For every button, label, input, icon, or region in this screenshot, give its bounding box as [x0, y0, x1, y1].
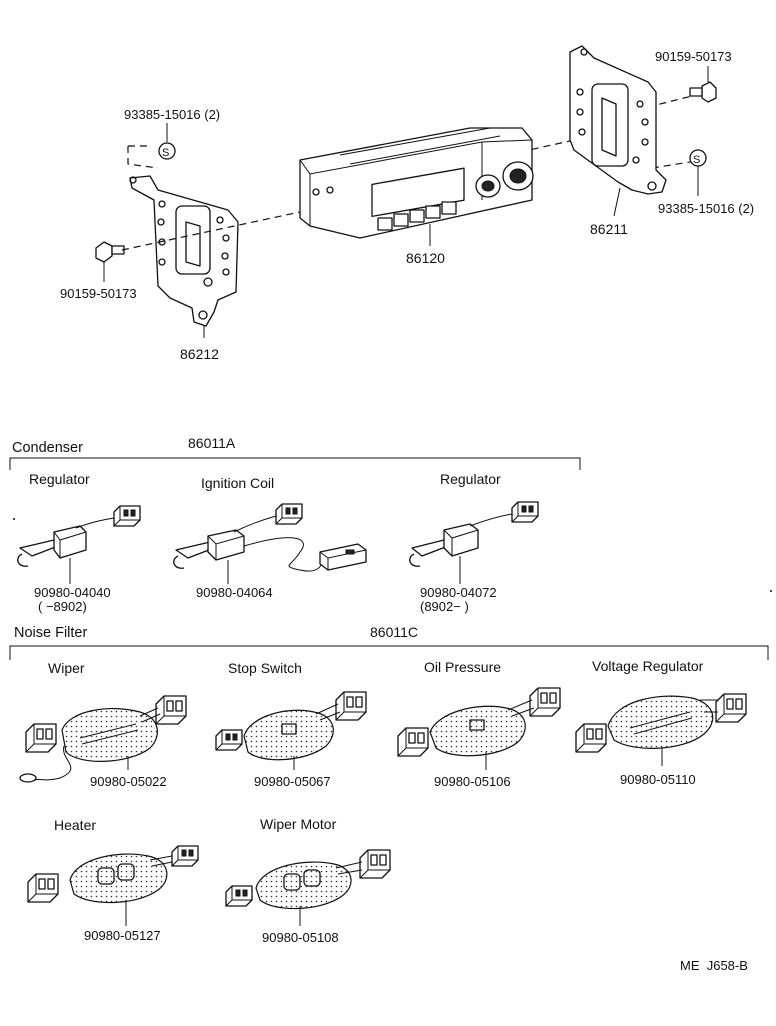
right-washer-icon: S	[689, 149, 707, 196]
noise-filter-item-label: Stop Switch	[228, 660, 302, 676]
svg-text:S: S	[162, 147, 169, 159]
condenser-item-ignition-coil: Ignition Coil 90980-04064	[173, 475, 367, 600]
noise-filter-item-label: Wiper Motor	[260, 816, 337, 832]
noise-filter-item-part-number: 90980-05022	[90, 774, 167, 789]
condenser-item-label: Regulator	[29, 471, 90, 487]
noise-filter-title: Noise Filter	[14, 625, 87, 641]
noise-filter-item-voltage-regulator: Voltage Regulator 90980-05110	[575, 658, 747, 787]
condenser-item-label: Regulator	[440, 471, 501, 487]
radio-buttons	[377, 201, 457, 231]
radio-knob-right-icon	[502, 161, 534, 191]
svg-text:S: S	[693, 154, 700, 166]
left-bolt-part-number: 90159-50173	[60, 286, 137, 301]
noise-filter-item-heater: Heater 90980-05127	[27, 817, 199, 943]
condenser-item-part-number: 90980-04040	[34, 585, 111, 600]
condenser-item-part-number: 90980-04072	[420, 585, 497, 600]
noise-filter-item-wiper-motor: Wiper Motor 90980-05108	[225, 816, 391, 945]
right-bracket-drawing	[569, 45, 667, 217]
noise-filter-item-stop-switch: Stop Switch 90980-05067	[215, 660, 367, 789]
condenser-item-regulator-2: Regulator 90980-04072 (8902− )	[409, 471, 539, 614]
noise-filter-item-part-number: 90980-05110	[620, 772, 696, 787]
noise-filter-item-wiper: Wiper 90980-05022	[19, 660, 187, 789]
condenser-bracket-line	[9, 457, 581, 470]
noise-filter-item-part-number: 90980-05127	[84, 928, 161, 943]
condenser-kit-number: 86011A	[188, 435, 236, 451]
condenser-section: Condenser 86011A Regulator 90980-04040 (…	[9, 435, 772, 614]
noise-filter-item-label: Heater	[54, 817, 96, 833]
noise-filter-kit-number: 86011C	[370, 624, 418, 640]
condenser-item-part-number: 90980-04064	[196, 585, 273, 600]
right-washer-part-number: 93385-15016 (2)	[658, 201, 754, 216]
noise-filter-bracket-line	[9, 645, 769, 660]
right-bolt-part-number: 90159-50173	[655, 49, 732, 64]
noise-filter-item-part-number: 90980-05067	[254, 774, 331, 789]
left-washer-part-number: 93385-15016 (2)	[124, 107, 220, 122]
condenser-item-range: (8902− )	[420, 599, 469, 614]
noise-filter-section: Noise Filter 86011C Wiper 90980-05022 St…	[9, 624, 769, 945]
noise-filter-item-oil-pressure: Oil Pressure 90980-05106	[397, 659, 561, 789]
right-bracket-part-number: 86211	[590, 221, 628, 237]
left-bolt-icon	[95, 241, 125, 282]
condenser-title: Condenser	[12, 440, 83, 456]
noise-filter-item-label: Wiper	[48, 660, 85, 676]
condenser-item-range: ( −8902)	[38, 599, 87, 614]
condenser-item-label: Ignition Coil	[201, 475, 274, 491]
noise-filter-item-part-number: 90980-05108	[262, 930, 339, 945]
noise-filter-item-label: Oil Pressure	[424, 659, 501, 675]
top-assembly: S	[60, 45, 754, 362]
diagram-code: ME J658-B	[680, 958, 748, 973]
noise-filter-item-part-number: 90980-05106	[434, 774, 511, 789]
condenser-item-regulator-1: Regulator 90980-04040 ( −8902)	[17, 471, 141, 614]
left-washer-icon: S	[127, 123, 176, 169]
radio-knob-left-icon	[475, 174, 501, 198]
radio-part-number: 86120	[406, 250, 445, 266]
left-bracket-part-number: 86212	[180, 346, 219, 362]
noise-filter-item-label: Voltage Regulator	[592, 658, 704, 674]
left-bracket-drawing	[129, 175, 239, 338]
radio-unit-drawing	[299, 127, 534, 246]
right-bolt-icon	[689, 66, 717, 103]
